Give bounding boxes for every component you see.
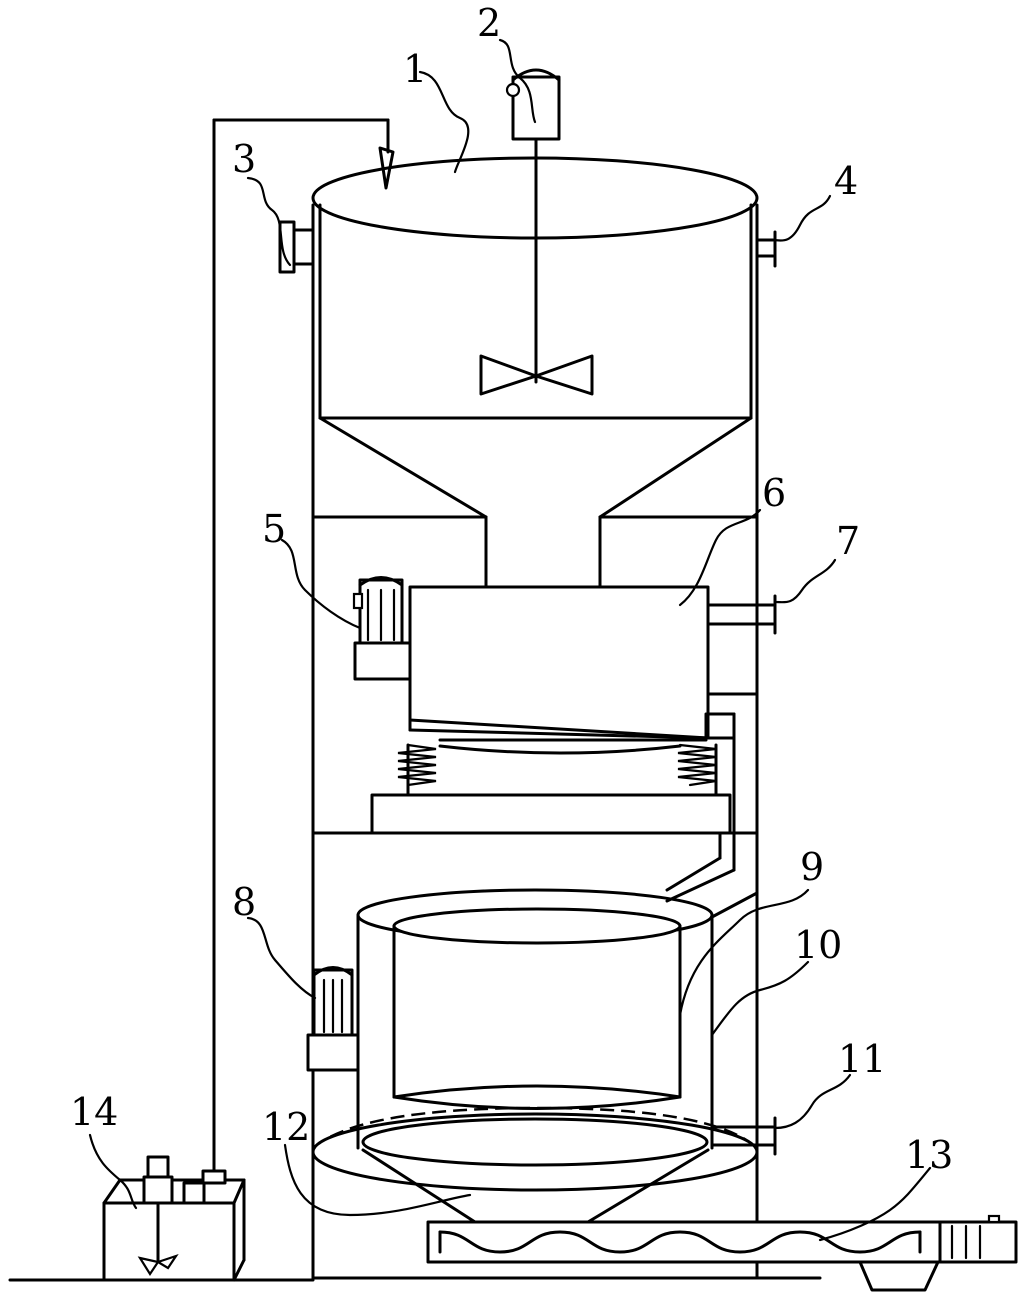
- agitator-motor: [505, 68, 561, 384]
- label-13: 13: [905, 1133, 953, 1177]
- label-10: 10: [794, 923, 842, 967]
- screen-base: [370, 793, 732, 835]
- label-3: 3: [232, 137, 256, 181]
- outer-drum: [311, 888, 759, 1192]
- impeller: [479, 354, 594, 396]
- label-1: 1: [403, 47, 427, 91]
- label-11: 11: [838, 1037, 886, 1081]
- vibrating-screen: [408, 585, 759, 740]
- label-12: 12: [262, 1105, 310, 1149]
- label-14: 14: [70, 1090, 118, 1134]
- screen-outlet: [706, 594, 777, 635]
- mixing-tank: [311, 156, 759, 589]
- part-labels: 1 2 3 4 5 6 7 8 9 10 11 12 13 14: [70, 1, 953, 1177]
- centrifuge-motor: [306, 966, 360, 1072]
- overflow-outlet: [755, 230, 777, 268]
- label-4: 4: [834, 159, 858, 203]
- label-6: 6: [762, 471, 786, 515]
- discharge-chute: [665, 712, 759, 919]
- inlet-nozzle: [278, 220, 315, 274]
- vibration-motor: [352, 576, 412, 681]
- centrifuge-outlet: [710, 1116, 777, 1156]
- label-8: 8: [232, 880, 256, 924]
- label-5: 5: [262, 507, 286, 551]
- return-pipe: [212, 118, 395, 1182]
- label-9: 9: [800, 845, 824, 889]
- collection-tank: [102, 1155, 246, 1282]
- inner-basket: [392, 907, 682, 1110]
- bottom-cone: [361, 1148, 710, 1224]
- label-7: 7: [836, 519, 860, 563]
- leader-lines: [88, 38, 932, 1242]
- screen-springs: [397, 738, 718, 797]
- bottom-ring: [361, 1117, 709, 1167]
- label-2: 2: [477, 1, 501, 45]
